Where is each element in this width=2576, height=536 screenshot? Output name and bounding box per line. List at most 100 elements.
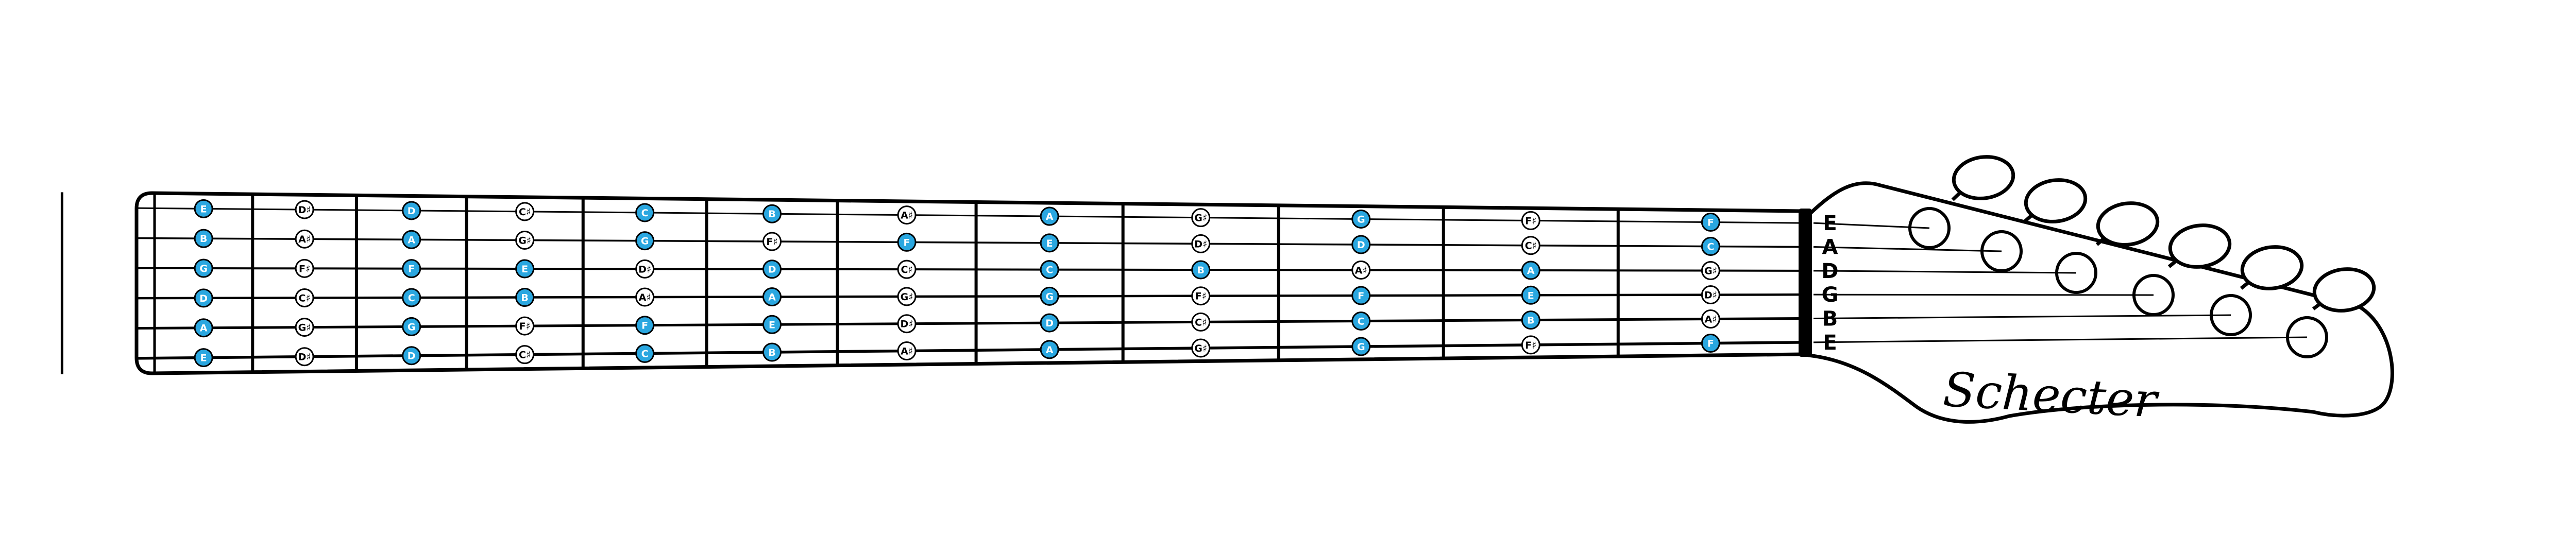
- note-marker: B: [762, 204, 782, 223]
- note-marker: C: [402, 288, 421, 307]
- headstock-outline: [1807, 181, 2394, 424]
- fretboard-outline: [134, 191, 1804, 375]
- note-marker: E: [1521, 285, 1540, 305]
- note-marker: F♯: [295, 258, 314, 278]
- note-marker: A: [194, 318, 213, 338]
- note-label: E: [1046, 238, 1053, 249]
- note-marker: D: [1040, 313, 1059, 333]
- note-marker: G: [635, 231, 655, 251]
- tuner-peg[interactable]: [2095, 199, 2160, 248]
- note-marker: C♯: [295, 288, 314, 307]
- note-label: A♯: [1704, 314, 1717, 325]
- note-marker: F♯: [515, 316, 535, 336]
- note-label: A♯: [901, 346, 913, 357]
- frets: [60, 192, 1620, 374]
- note-marker: C: [635, 343, 655, 363]
- note-marker: C: [1351, 312, 1371, 331]
- note-marker: G: [194, 258, 213, 278]
- note-marker: C♯: [897, 260, 917, 279]
- note-marker: F: [1701, 334, 1720, 353]
- tuner-peg[interactable]: [2023, 176, 2088, 225]
- note-label: D♯: [298, 352, 311, 363]
- note-marker: A♯: [1351, 261, 1371, 280]
- note-label: D♯: [1194, 238, 1207, 250]
- note-label: G: [1357, 214, 1365, 225]
- nut: [1799, 209, 1812, 357]
- note-label: A: [1527, 265, 1535, 276]
- note-marker: C: [1701, 237, 1720, 256]
- note-marker: D♯: [897, 314, 917, 334]
- note-marker: A♯: [897, 341, 917, 361]
- note-marker: C: [1040, 260, 1059, 280]
- tuning-label: D: [1821, 260, 1838, 283]
- note-marker: D: [194, 288, 213, 308]
- tuning-label: E: [1823, 212, 1837, 235]
- note-label: C: [1046, 265, 1053, 276]
- note-label: B: [768, 347, 775, 358]
- note-label: G: [641, 236, 649, 247]
- note-marker: G♯: [295, 318, 314, 337]
- tuner-peg[interactable]: [2240, 243, 2304, 292]
- note-marker: E: [194, 199, 213, 218]
- note-marker: D♯: [295, 347, 314, 367]
- note-label: A♯: [1355, 265, 1367, 276]
- note-marker: B: [762, 342, 782, 362]
- note-marker: A♯: [897, 205, 917, 225]
- note-marker: E: [762, 315, 782, 334]
- note-marker: E: [1040, 233, 1059, 253]
- tuner-peg[interactable]: [1951, 153, 2016, 202]
- note-label: D: [408, 351, 416, 362]
- string-line: [1813, 222, 1930, 229]
- note-label: F: [1707, 338, 1714, 350]
- tuning-label: E: [1823, 331, 1837, 355]
- note-marker: G: [402, 317, 421, 336]
- note-label: G: [199, 263, 208, 274]
- tuner-peg[interactable]: [2167, 221, 2232, 270]
- note-marker: C♯: [515, 345, 535, 365]
- note-marker: D: [1351, 235, 1371, 254]
- note-label: D: [768, 264, 776, 275]
- note-marker: G♯: [1191, 208, 1211, 228]
- tuner-peg[interactable]: [2312, 265, 2377, 314]
- fretboard: [134, 191, 1804, 375]
- tuning-label: A: [1822, 236, 1838, 260]
- note-label: D♯: [638, 264, 651, 275]
- note-label: E: [521, 264, 528, 275]
- note-marker: G♯: [515, 230, 535, 250]
- note-label: G♯: [298, 322, 311, 334]
- note-marker: B: [194, 229, 213, 248]
- note-label: F♯: [1525, 215, 1536, 227]
- note-label: E: [769, 319, 775, 331]
- note-label: D: [408, 205, 416, 217]
- note-marker: E: [515, 259, 535, 279]
- tuner-pegs: [1951, 153, 2377, 314]
- note-label: F: [641, 320, 648, 332]
- note-label: E: [200, 353, 207, 364]
- note-marker: A♯: [635, 287, 655, 307]
- note-marker: B: [1521, 310, 1540, 330]
- note-marker: A: [402, 230, 421, 249]
- note-marker: D: [762, 260, 782, 279]
- tuning-label: B: [1822, 307, 1838, 331]
- note-label: A♯: [639, 292, 651, 303]
- note-label: G: [408, 321, 416, 333]
- note-label: F♯: [299, 263, 310, 274]
- note-label: C♯: [901, 264, 912, 275]
- note-marker: D♯: [1701, 285, 1720, 305]
- tuning-label: G: [1822, 283, 1839, 307]
- string-line: [1813, 270, 2077, 274]
- note-marker: G♯: [1701, 261, 1720, 281]
- note-marker: C♯: [1521, 236, 1540, 255]
- note-label: C♯: [519, 350, 531, 361]
- note-marker: G: [1040, 286, 1059, 306]
- note-marker: F: [897, 232, 917, 252]
- note-marker: C: [635, 203, 655, 222]
- note-label: C: [408, 292, 415, 304]
- note-marker: D: [402, 346, 421, 366]
- note-marker: E: [194, 348, 213, 368]
- note-marker: F: [1351, 286, 1371, 305]
- note-label: F♯: [1195, 291, 1207, 302]
- note-label: A: [768, 291, 776, 303]
